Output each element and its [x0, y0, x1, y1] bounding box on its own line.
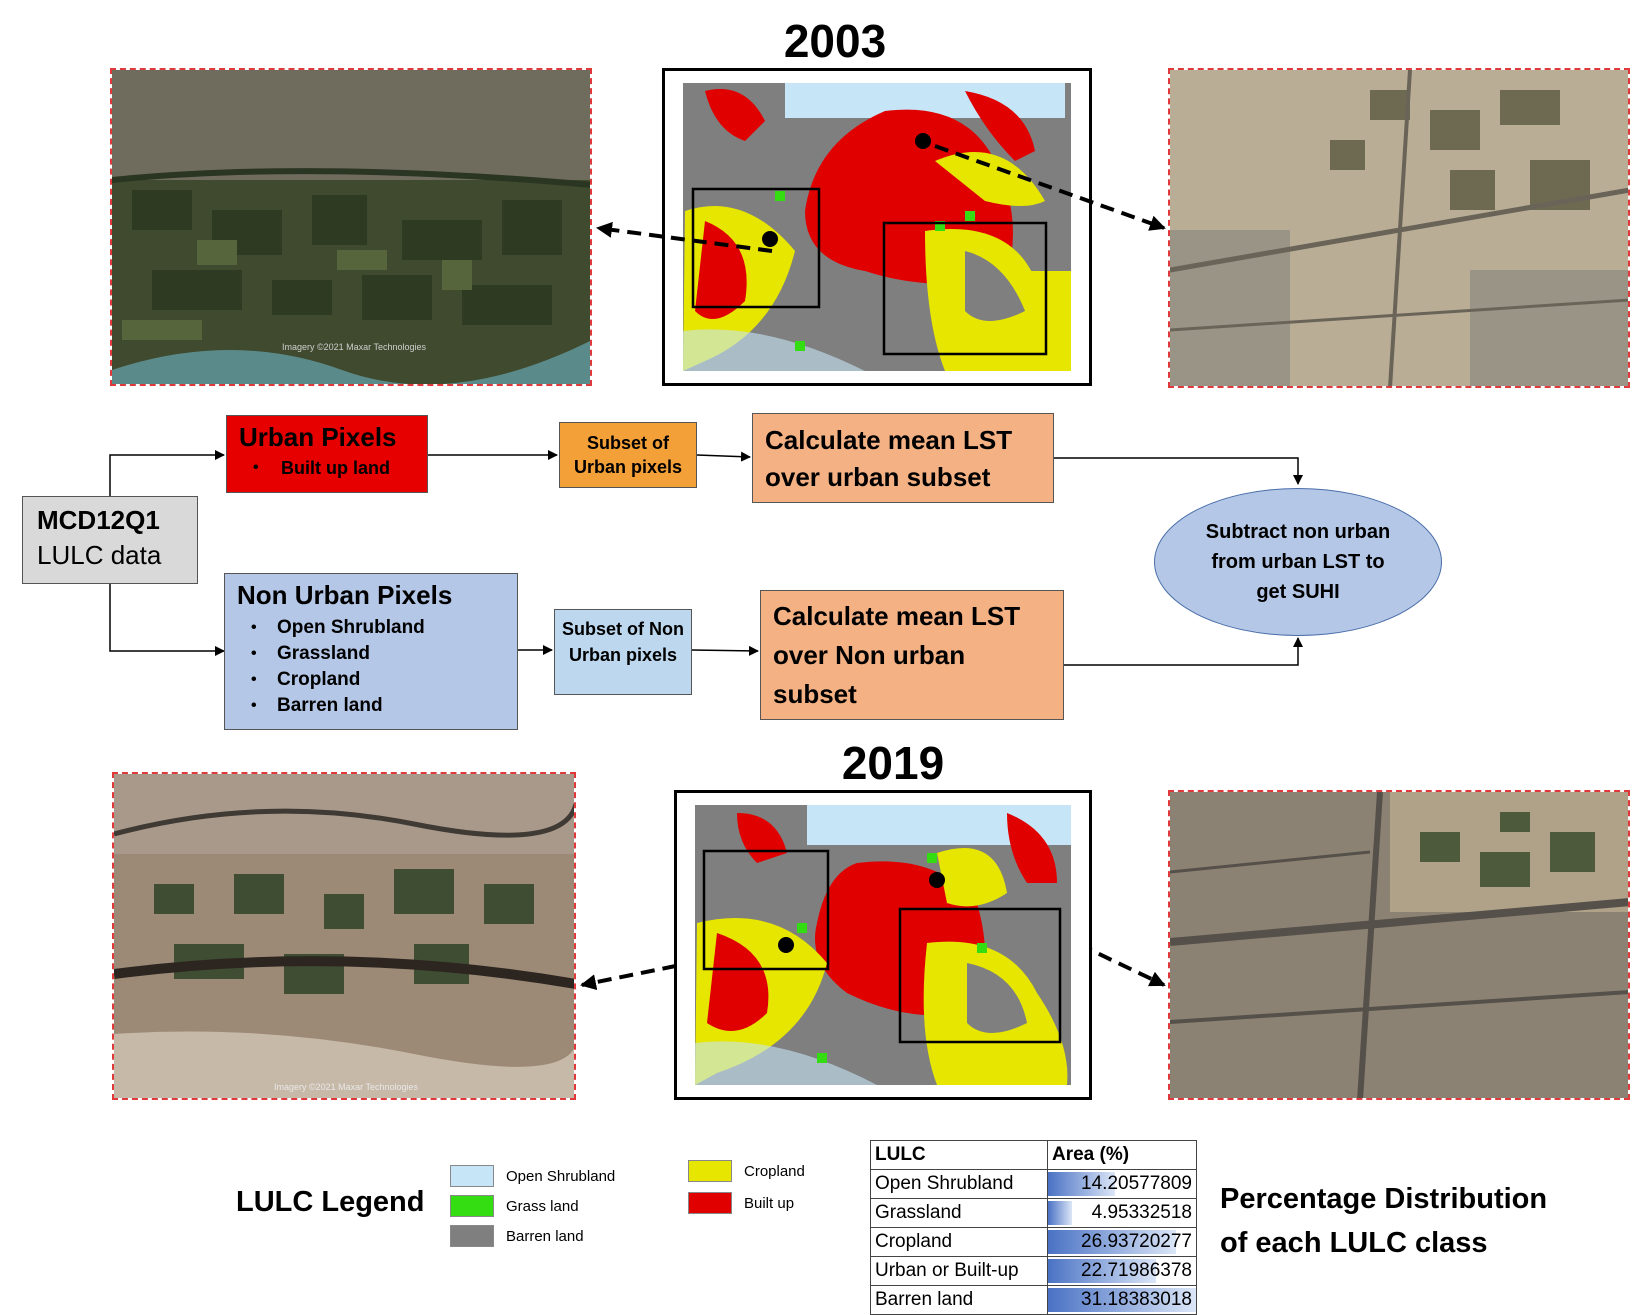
table-row: Urban or Built-up 22.71986378 [870, 1256, 1197, 1286]
year-2019-heading: 2019 [841, 737, 945, 789]
urban-pixels-box: Urban Pixels Built up land [226, 415, 428, 493]
legend-swatch-built-up [688, 1192, 732, 1214]
table-cell-label: Open Shrubland [870, 1169, 1048, 1199]
year-2003-heading: 2003 [783, 15, 887, 67]
legend-label-open-shrubland: Open Shrubland [506, 1167, 616, 1185]
subset-nonurban-box: Subset of Non Urban pixels [554, 609, 692, 695]
dashed-arrow-2003-left [596, 221, 773, 253]
connector-source-to-urban [109, 450, 225, 496]
table-value-text: 31.18383018 [1081, 1289, 1192, 1310]
connector-calc-urban-to-result [1054, 457, 1303, 485]
legend-swatch-open-shrubland [450, 1165, 494, 1187]
legend-item-cropland: Cropland [688, 1160, 805, 1182]
subset-urban-box: Subset of Urban pixels [559, 422, 697, 488]
table-cell-value: 31.18383018 [1047, 1285, 1197, 1315]
legend-item-barren-land: Barren land [450, 1225, 584, 1247]
dashed-arrow-2019-right [939, 876, 1166, 987]
table-value-text: 14.20577809 [1081, 1173, 1192, 1194]
source-subtitle: LULC data [37, 540, 162, 570]
legend-label-cropland: Cropland [744, 1162, 805, 1180]
table-caption-line1: Percentage Distribution [1220, 1183, 1548, 1215]
satellite-image-bottom-left: Imagery ©2021 Maxar Technologies [112, 772, 576, 1100]
connector-subset-to-calc-nonurban [691, 645, 759, 656]
table-caption: Percentage Distribution of each LULC cla… [1220, 1177, 1547, 1265]
urban-pixels-title: Urban Pixels [239, 422, 397, 452]
table-cell-label: Barren land [870, 1285, 1048, 1315]
satellite-texture-bottom-left: Imagery ©2021 Maxar Technologies [114, 774, 574, 1098]
legend-swatch-barren-land [450, 1225, 494, 1247]
table-row: Barren land 31.18383018 [870, 1285, 1197, 1315]
legend-label-built-up: Built up [744, 1194, 795, 1212]
table-bar [1048, 1172, 1116, 1196]
table-cell-value: 26.93720277 [1047, 1227, 1197, 1257]
nonurban-item-cropland: Cropland [237, 667, 505, 693]
table-header-row: LULC Area (%) [870, 1140, 1197, 1170]
legend-item-grass-land: Grass land [450, 1195, 579, 1217]
table-bar [1048, 1201, 1072, 1225]
satellite-image-top-left: Imagery ©2021 Maxar Technologies [110, 68, 592, 386]
table-row: Cropland 26.93720277 [870, 1227, 1197, 1257]
lulc-percentage-table: LULC Area (%) Open Shrubland 14.20577809… [870, 1140, 1197, 1315]
table-cell-label: Grassland [870, 1198, 1048, 1228]
table-caption-line2: of each LULC class [1220, 1227, 1488, 1259]
table-cell-value: 22.71986378 [1047, 1256, 1197, 1286]
lulc-legend-title: LULC Legend [236, 1186, 425, 1218]
lulc-map-2019 [674, 790, 1092, 1100]
imagery-credit-bottom-left: Imagery ©2021 Maxar Technologies [274, 1082, 419, 1092]
source-box: MCD12Q1 LULC data [22, 496, 198, 584]
table-cell-value: 14.20577809 [1047, 1169, 1197, 1199]
satellite-image-top-right [1168, 68, 1630, 388]
satellite-texture-top-left: Imagery ©2021 Maxar Technologies [112, 70, 590, 384]
connector-source-to-nonurban [109, 584, 225, 656]
table-header-area: Area (%) [1047, 1140, 1197, 1170]
legend-item-open-shrubland: Open Shrubland [450, 1165, 615, 1187]
connector-subset-to-calc-urban [696, 451, 751, 462]
satellite-image-bottom-right [1168, 790, 1630, 1100]
table-value-text: 4.95332518 [1091, 1202, 1192, 1223]
calc-mean-lst-urban-box: Calculate mean LST over urban subset [752, 413, 1054, 503]
nonurban-pixels-box: Non Urban Pixels Open Shrubland Grasslan… [224, 573, 518, 730]
nonurban-item-grassland: Grassland [237, 641, 505, 667]
table-value-text: 26.93720277 [1081, 1231, 1192, 1252]
satellite-texture-bottom-right [1170, 792, 1628, 1098]
nonurban-pixels-title: Non Urban Pixels [237, 580, 453, 610]
legend-swatch-grass-land [450, 1195, 494, 1217]
table-cell-label: Urban or Built-up [870, 1256, 1048, 1286]
nonurban-item-barren-land: Barren land [237, 693, 505, 719]
table-value-text: 22.71986378 [1081, 1260, 1192, 1281]
suhi-result-ellipse: Subtract non urban from urban LST to get… [1154, 488, 1442, 636]
nonurban-item-open-shrubland: Open Shrubland [237, 615, 505, 641]
legend-item-built-up: Built up [688, 1192, 794, 1214]
table-row: Grassland 4.95332518 [870, 1198, 1197, 1228]
table-bar [1048, 1288, 1196, 1312]
calc-mean-lst-nonurban-box: Calculate mean LST over Non urban subset [760, 590, 1064, 720]
dashed-arrow-2003-right [934, 144, 1166, 231]
table-header-lulc: LULC [870, 1140, 1048, 1170]
lulc-map-2019-canvas [695, 805, 1071, 1085]
suhi-result-text: Subtract non urban from urban LST to get… [1205, 521, 1391, 603]
satellite-texture-top-right [1170, 70, 1628, 386]
table-cell-value: 4.95332518 [1047, 1198, 1197, 1228]
table-bar [1048, 1230, 1176, 1254]
source-title: MCD12Q1 [37, 505, 160, 535]
legend-label-barren-land: Barren land [506, 1227, 584, 1245]
table-bar [1048, 1259, 1156, 1283]
legend-swatch-cropland [688, 1160, 732, 1182]
table-cell-label: Cropland [870, 1227, 1048, 1257]
legend-label-grass-land: Grass land [506, 1197, 579, 1215]
connector-calc-nonurban-to-result [1040, 637, 1303, 666]
table-row: Open Shrubland 14.20577809 [870, 1169, 1197, 1199]
imagery-credit-top-left: Imagery ©2021 Maxar Technologies [282, 342, 427, 352]
urban-item-built-up: Built up land [239, 455, 415, 481]
